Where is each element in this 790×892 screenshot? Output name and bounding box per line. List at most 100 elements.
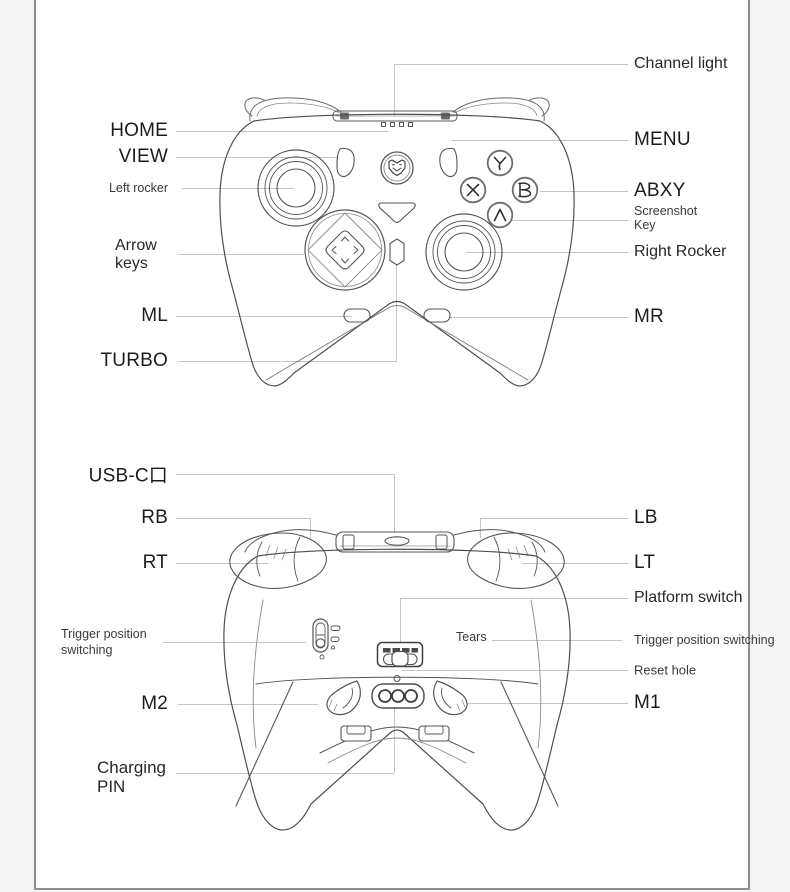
label-lt: LT — [634, 552, 656, 573]
label-lb: LB — [634, 507, 658, 528]
label-abxy: ABXY — [634, 180, 686, 201]
leader-view — [176, 157, 338, 158]
label-screenshot-key: Screenshot Key — [634, 204, 697, 232]
label-arrow-keys-line1: Arrow — [115, 237, 157, 255]
leader-screenshot-key — [512, 220, 628, 221]
panel-diagonal-right — [501, 682, 558, 806]
leader-menu — [452, 140, 628, 141]
leader-channel-light-v — [394, 64, 395, 116]
leader-charging-v — [394, 707, 395, 773]
label-rt: RT — [142, 552, 168, 573]
back-view-diagram — [198, 515, 592, 860]
label-ml: ML — [141, 305, 168, 326]
channel-light-indicators — [382, 123, 413, 127]
trigger-position-switch — [313, 619, 340, 659]
leader-turbo-v — [396, 265, 397, 361]
leader-rb-h — [176, 518, 310, 519]
leader-rb-v — [310, 518, 311, 538]
label-arrow-keys: Arrow keys — [115, 237, 157, 273]
back-panel-seam — [256, 677, 538, 684]
label-reset-hole: Reset hole — [634, 662, 697, 678]
leader-abxy — [540, 191, 628, 192]
leader-platform-v — [400, 598, 401, 643]
left-stick — [258, 150, 334, 226]
leader-rt — [176, 563, 268, 564]
bottom-notches — [341, 726, 449, 741]
charging-pins — [372, 684, 424, 708]
reset-hole — [394, 676, 400, 682]
menu-button — [440, 148, 457, 176]
leader-arrow-keys — [178, 254, 304, 255]
leader-right-rocker — [466, 252, 628, 253]
leader-usb-v — [394, 474, 395, 533]
left-trigger — [230, 533, 327, 588]
panel-diagonal-left — [236, 682, 293, 806]
leader-trigger-position-right — [492, 640, 622, 641]
label-mr: MR — [634, 306, 664, 327]
leader-home — [176, 131, 388, 132]
leader-lt — [522, 563, 628, 564]
label-trigger-position-left-line2: switching — [61, 643, 113, 657]
label-platform-switch: Platform switch — [634, 589, 743, 606]
view-button — [337, 148, 354, 176]
label-view: VIEW — [118, 146, 168, 167]
leader-channel-light-h — [394, 64, 628, 65]
label-arrow-keys-line2: keys — [115, 255, 148, 272]
leader-usb-h — [176, 474, 394, 475]
right-trigger — [468, 533, 565, 588]
leader-platform-h — [400, 598, 628, 599]
leader-turbo-h — [178, 361, 397, 362]
y-button — [488, 151, 513, 176]
label-rb: RB — [141, 507, 168, 528]
front-view-diagram — [198, 90, 592, 400]
bottom-seam — [266, 306, 528, 381]
label-left-rocker: Left rocker — [108, 181, 168, 195]
label-charging-pin: Charging PIN — [97, 758, 166, 796]
leader-lb-v — [480, 518, 481, 538]
b-button — [513, 178, 538, 203]
label-screenshot-key-line1: Screenshot — [634, 204, 698, 218]
controller-back-body — [224, 549, 570, 830]
label-trigger-position-right: Trigger position switching — [634, 633, 775, 647]
profile-triangle — [379, 203, 416, 223]
label-charging-pin-line1: Charging — [97, 757, 166, 777]
brand-logo-icon — [389, 160, 405, 176]
ml-button — [344, 309, 370, 322]
leader-m2 — [178, 704, 318, 705]
leader-lb-h — [480, 518, 628, 519]
abxy-buttons — [461, 151, 538, 228]
a-screenshot-button — [488, 203, 513, 228]
mr-button — [424, 309, 450, 322]
platform-switch — [378, 643, 423, 667]
label-charging-pin-line2: PIN — [97, 777, 126, 796]
leader-ml — [176, 316, 352, 317]
label-trigger-position-left: Trigger position switching — [61, 626, 147, 659]
leader-m1 — [468, 703, 628, 704]
label-home: HOME — [110, 120, 168, 141]
label-m2: M2 — [141, 693, 168, 714]
label-menu: MENU — [634, 129, 691, 150]
label-trigger-position-left-line1: Trigger position — [61, 626, 147, 641]
content-panel — [34, 0, 750, 890]
label-usb-c: USB-C口 — [88, 465, 168, 487]
label-right-rocker: Right Rocker — [634, 243, 727, 260]
controller-front-body — [220, 114, 574, 386]
leader-reset-hole — [402, 670, 628, 671]
leader-trigger-position-left — [163, 642, 306, 643]
leader-charging-h — [176, 773, 394, 774]
x-button — [461, 178, 486, 203]
label-screenshot-key-line2: Key — [634, 218, 656, 232]
label-turbo: TURBO — [100, 350, 168, 371]
label-tears: Tears — [456, 630, 487, 644]
leader-mr — [450, 317, 628, 318]
dpad — [305, 210, 385, 290]
leader-left-rocker — [182, 188, 294, 189]
turbo-button — [390, 239, 404, 265]
usb-c-port — [385, 537, 409, 545]
label-channel-light: Channel light — [634, 55, 728, 72]
m2-paddle — [327, 681, 360, 715]
label-m1: M1 — [634, 692, 661, 713]
home-button — [381, 152, 413, 184]
m1-paddle — [434, 681, 467, 715]
